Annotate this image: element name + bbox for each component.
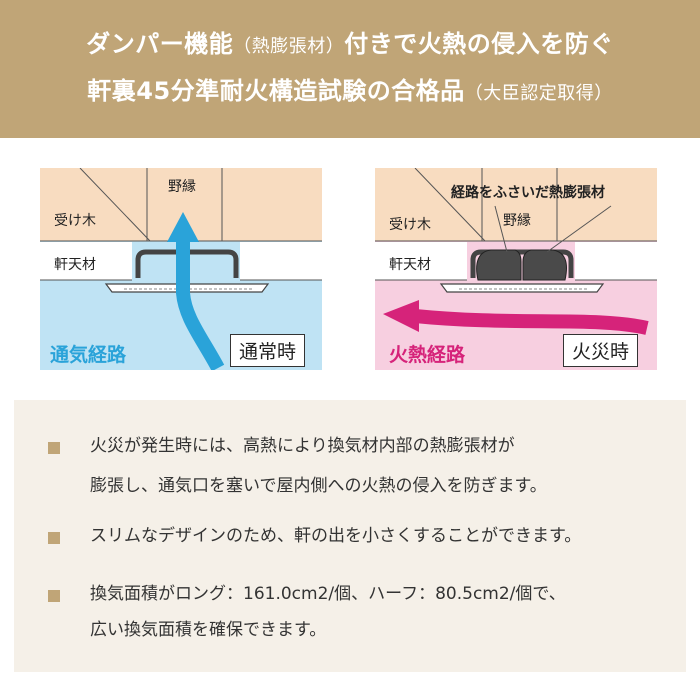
header-line-2-paren: （大臣認定取得）: [464, 83, 613, 104]
fire-expanded-material-right: [522, 249, 567, 281]
normal-state-diagram: 野縁 受け木 軒天材 通気経路 通常時: [40, 168, 322, 370]
normal-label-soffit: 軒天材: [54, 257, 96, 273]
header-line-2: 軒裏45分準耐火構造試験の合格品（大臣認定取得）: [87, 69, 612, 116]
fire-soffit-right: [575, 242, 657, 280]
bullet-marker-3: [48, 590, 60, 602]
feature-2-line-1: スリムなデザインのため、軒の出を小さくすることができます。: [90, 526, 582, 546]
header-line-1-paren: （熱膨張材）: [233, 36, 345, 57]
header-line-2-main: 軒裏45分準耐火構造試験の合格品: [87, 77, 465, 105]
fire-diagram-graphic: [375, 168, 657, 370]
fire-wood-area: [375, 168, 657, 241]
header-line-1-tail: 付きで火熱の侵入を防ぐ: [344, 30, 614, 58]
fire-vent-plate: [439, 283, 605, 293]
feature-1-line-1: 火災が発生時には、高熱により換気材内部の熱膨張材が: [90, 436, 515, 456]
normal-airflow-arrow: [176, 240, 225, 370]
header-line-1: ダンパー機能（熱膨張材）付きで火熱の侵入を防ぐ: [86, 22, 614, 69]
fire-callout-line-left: [494, 205, 508, 253]
normal-airflow-arrowhead: [167, 212, 199, 242]
normal-soffit-left: [40, 242, 132, 280]
fire-wood-slant: [414, 168, 486, 242]
normal-label-wood: 受け木: [54, 213, 96, 229]
fire-label-wood: 受け木: [389, 217, 431, 233]
fire-route-label: 火熱経路: [389, 344, 466, 366]
fire-heat-arrow: [414, 309, 649, 335]
normal-state-tag: 通常時: [230, 334, 306, 367]
feature-1-line-2: 膨張し、通気口を塞いで屋内側への火熱の侵入を防ぎます。: [90, 476, 547, 496]
normal-wood-slant: [79, 168, 151, 242]
fire-state-tag: 火災時: [563, 334, 639, 367]
normal-label-nobuchi: 野縁: [168, 179, 196, 195]
fire-callout-label: 経路をふさいだ熱膨張材: [451, 185, 605, 201]
fire-label-nobuchi: 野縁: [503, 213, 531, 229]
feature-list-box: 火災が発生時には、高熱により換気材内部の熱膨張材が 膨張し、通気口を塞いで屋内側…: [14, 400, 686, 672]
fire-state-diagram: 経路をふさいだ熱膨張材 野縁 受け木 軒天材 火熱経路 火災時: [375, 168, 657, 370]
fire-label-soffit: 軒天材: [389, 257, 431, 273]
normal-diagram-graphic: [40, 168, 322, 370]
fire-heat-arrowhead: [383, 300, 419, 332]
fire-expanded-material-left: [476, 249, 522, 281]
fire-vent-frame: [470, 249, 574, 278]
fire-soffit-left: [375, 242, 467, 280]
fire-callout-line-right: [546, 205, 612, 253]
feature-3-line-2: 広い換気面積を確保できます。: [90, 620, 327, 640]
header-line-1-main: ダンパー機能: [86, 30, 234, 58]
bullet-marker-1: [48, 442, 60, 454]
bullet-marker-2: [48, 532, 60, 544]
header-banner: ダンパー機能（熱膨張材）付きで火熱の侵入を防ぐ 軒裏45分準耐火構造試験の合格品…: [0, 0, 700, 138]
normal-route-label: 通気経路: [50, 344, 127, 366]
normal-soffit-right: [240, 242, 322, 280]
feature-3-line-1: 換気面積がロング：161.0cm2/個、ハーフ：80.5cm2/個で、: [90, 584, 566, 604]
